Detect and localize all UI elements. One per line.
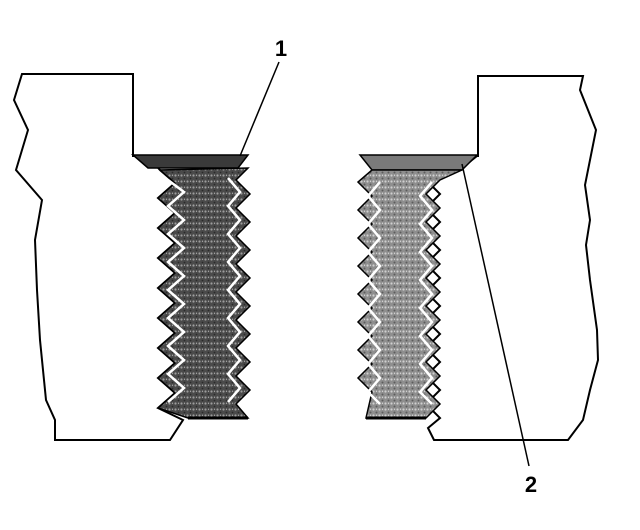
right-housing-outline (424, 75, 600, 441)
callout-1: 1 (239, 36, 287, 157)
right-thread-crests (366, 181, 434, 405)
left-thread-fill (156, 167, 252, 419)
callout-2-label: 2 (525, 472, 537, 497)
callout-1-label: 1 (275, 36, 287, 61)
callout-2-leader (461, 163, 530, 467)
right-thread-lip (358, 154, 479, 171)
left-thread-lip (130, 154, 250, 169)
left-part (12, 73, 252, 441)
left-housing-outline (12, 73, 185, 441)
right-part (356, 75, 600, 441)
left-thread-crests (166, 177, 242, 403)
callout-1-leader (239, 61, 280, 157)
callout-2: 2 (461, 163, 537, 497)
